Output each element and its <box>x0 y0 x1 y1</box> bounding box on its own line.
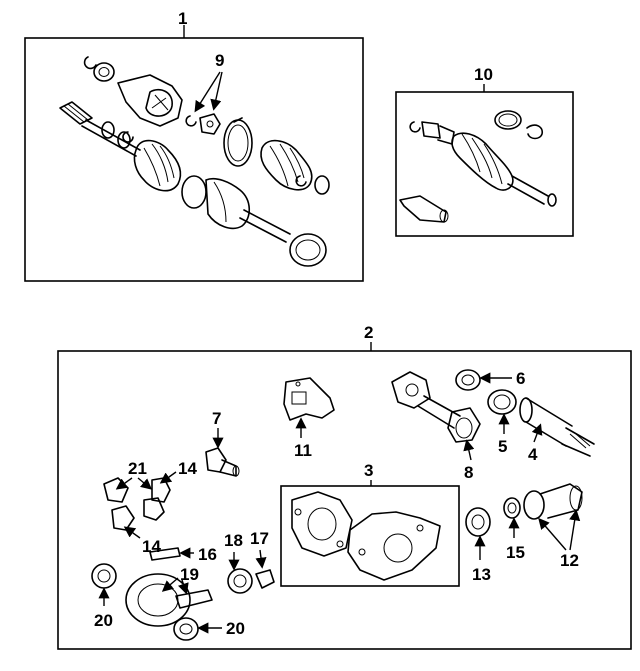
boot-kit-box <box>395 91 574 237</box>
shaft-icon <box>81 119 141 157</box>
part-12: 12 <box>523 483 583 570</box>
circlip-icon <box>185 115 197 127</box>
part-15: 15 <box>503 497 525 562</box>
callout-2-group: 2 <box>364 323 373 351</box>
axle-shaft-box <box>24 37 364 282</box>
part-16: 16 <box>149 545 217 564</box>
oil-seal-icon <box>455 369 481 391</box>
cv-housing-icon <box>117 74 183 127</box>
callout-3: 3 <box>364 461 373 480</box>
callout-5: 5 <box>498 437 507 456</box>
axle-shaft-drawing: 9 <box>59 51 330 267</box>
pinion-bearing-icon <box>173 617 199 641</box>
part-13: 13 <box>465 507 491 584</box>
side-gear-icon <box>103 477 129 503</box>
callout-7: 7 <box>212 409 221 428</box>
output-shaft-icon <box>519 397 533 423</box>
case-half-right-icon <box>347 511 441 581</box>
outer-boot-icon <box>260 139 313 191</box>
part-4: 4 <box>519 397 595 464</box>
part-3: 3 <box>280 461 460 587</box>
drive-pinion-icon <box>175 589 213 609</box>
inner-boot-icon <box>133 139 182 192</box>
callout-4: 4 <box>528 445 538 464</box>
grease-tube-icon <box>399 195 447 223</box>
callout-15: 15 <box>506 543 525 562</box>
case-half-left-icon <box>291 491 353 557</box>
seal-ring-icon <box>93 62 115 82</box>
boot-shaft-icon <box>507 175 549 205</box>
callout-2: 2 <box>364 323 373 342</box>
callout-21: 21 <box>128 459 147 478</box>
callout-10-group: 10 <box>474 65 493 92</box>
callout-13: 13 <box>472 565 491 584</box>
callout-8: 8 <box>464 463 473 482</box>
dust-seal-icon <box>289 233 327 267</box>
part-7: 7 <box>205 409 240 477</box>
parts-14-21: 21 14 14 <box>103 459 197 556</box>
band-ring-icon <box>494 110 522 130</box>
pinion-mate-icon <box>111 505 135 531</box>
snap-ring-icon <box>83 56 97 70</box>
ring-gear-icon <box>125 573 191 627</box>
carrier-bearing-icon <box>91 563 117 589</box>
collar-icon <box>255 569 275 589</box>
callout-9: 9 <box>215 51 224 70</box>
parts-17-18: 18 17 <box>224 529 275 594</box>
bearing-icon <box>487 389 517 415</box>
callout-14-top: 14 <box>178 459 197 478</box>
callout-20-left: 20 <box>94 611 113 630</box>
clamp-icon <box>314 175 330 195</box>
callout-19: 19 <box>180 565 199 584</box>
callout-1-group: 1 <box>178 9 187 38</box>
callout-12: 12 <box>560 551 579 570</box>
part-5: 5 <box>487 389 517 456</box>
joint-cup-icon <box>421 121 441 139</box>
callout-11: 11 <box>294 441 312 460</box>
side-seal-icon <box>465 507 491 537</box>
part-6: 6 <box>455 369 525 391</box>
snap-seal-icon <box>503 497 521 519</box>
part-11: 11 <box>283 377 335 460</box>
callout-18: 18 <box>224 531 243 550</box>
differential-case-box <box>280 485 460 587</box>
callout-6: 6 <box>516 369 525 388</box>
boot-icon <box>451 132 514 191</box>
part-20: 20 20 <box>91 563 245 641</box>
differential-box <box>57 350 632 650</box>
companion-flange-icon <box>523 490 545 520</box>
part-8: 8 <box>391 371 481 482</box>
boot-kit-drawing <box>399 110 557 223</box>
band-clip-icon <box>526 124 544 140</box>
callout-14-bottom: 14 <box>142 537 161 556</box>
callout-1: 1 <box>178 9 187 28</box>
part-19: 19 <box>125 565 213 627</box>
outer-joint-icon <box>205 177 251 230</box>
bracket-icon <box>283 377 335 421</box>
callout-16: 16 <box>198 545 217 564</box>
spacer-icon <box>227 568 253 594</box>
callout-17: 17 <box>250 529 269 548</box>
callout-10: 10 <box>474 65 493 84</box>
housing-flange-icon <box>391 371 431 409</box>
tripod-joint-icon <box>199 113 221 135</box>
callout-20-right: 20 <box>226 619 245 638</box>
